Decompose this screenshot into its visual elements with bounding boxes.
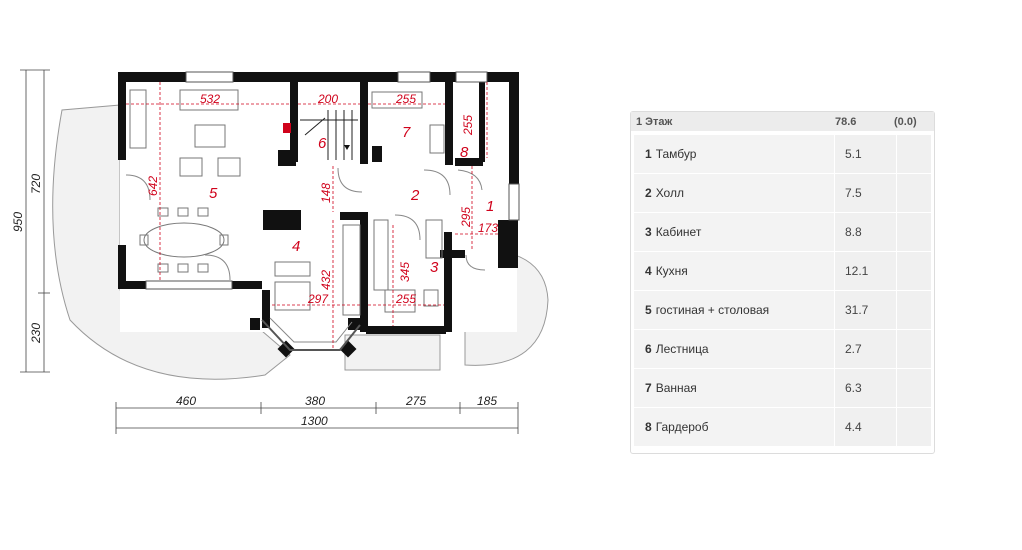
room-num: 6 [645, 342, 652, 356]
room-name: Ванная [655, 381, 697, 395]
dim-label: 1300 [301, 414, 328, 428]
room-name: Тамбур [655, 147, 697, 161]
room-dim: 532 [200, 92, 220, 106]
room-dim: 200 [317, 92, 338, 106]
room-name: Кухня [655, 264, 688, 278]
windows [145, 71, 520, 290]
bay-window [261, 319, 361, 351]
room-name: Гардероб [655, 420, 709, 434]
furniture [129, 89, 445, 316]
room-number: 1 [486, 198, 494, 215]
room-name: Лестница [655, 342, 709, 356]
room-area: 7.5 [834, 174, 896, 212]
room-extra-cell [896, 369, 931, 407]
floor-total-area: 78.6 [835, 115, 857, 128]
room-extra-cell [896, 135, 931, 173]
room-num: 2 [645, 186, 652, 200]
room-name: Холл [655, 186, 684, 200]
floor-header: 1 Этаж 78.6 (0.0) [631, 112, 934, 131]
room-dim: 295 [459, 207, 473, 228]
room-extra-cell [896, 291, 931, 329]
room-number: 3 [430, 259, 439, 276]
room-area: 2.7 [834, 330, 896, 368]
dim-label: 460 [176, 394, 196, 408]
room-num: 1 [645, 147, 652, 161]
room-dim: 255 [461, 115, 475, 136]
room-area: 5.1 [834, 135, 896, 173]
room-number: 8 [460, 144, 469, 161]
room-number: 6 [318, 135, 327, 152]
floor-extra-area: (0.0) [894, 115, 917, 128]
dim-label: 720 [29, 174, 43, 194]
room-number: 5 [209, 185, 218, 202]
room-name: гостиная + столовая [655, 303, 770, 317]
room-area: 8.8 [834, 213, 896, 251]
dimension-lines [20, 69, 519, 434]
room-number: 2 [410, 187, 420, 204]
room-area: 12.1 [834, 252, 896, 290]
room-dim: 173 [478, 221, 498, 235]
bay-window-inner [269, 317, 353, 343]
room-dim: 255 [395, 292, 416, 306]
dim-label: 275 [405, 394, 426, 408]
entrance-step [344, 334, 441, 371]
room-name: Кабинет [655, 225, 702, 239]
room-area: 6.3 [834, 369, 896, 407]
room-dim-lines [126, 82, 500, 350]
room-extra-cell [896, 330, 931, 368]
room-num: 5 [645, 303, 652, 317]
dim-label: 230 [29, 323, 43, 344]
stair-arrow [344, 145, 350, 150]
dim-label: 950 [11, 212, 25, 232]
room-extra-cell [896, 213, 931, 251]
room-num: 3 [645, 225, 652, 239]
floor-label: 1 Этаж [636, 115, 673, 128]
room-extra-cell [896, 252, 931, 290]
door-swings [125, 167, 486, 281]
room-extra-cell [896, 174, 931, 212]
walls [118, 72, 519, 358]
room-dim: 345 [398, 262, 412, 282]
dim-label: 185 [477, 394, 497, 408]
room-extra-cell [896, 408, 931, 446]
room-num: 8 [645, 420, 652, 434]
room-num: 7 [645, 381, 652, 395]
room-dim: 297 [307, 292, 329, 306]
room-dim: 148 [319, 183, 333, 203]
floor-plan: 1 2 3 4 5 6 7 8 532 200 255 255 642 148 … [11, 69, 549, 434]
room-num: 4 [645, 264, 652, 278]
fireplace-icon [283, 123, 291, 133]
room-dim: 642 [146, 176, 160, 196]
room-number: 4 [292, 238, 300, 255]
room-dim: 255 [395, 92, 416, 106]
room-number: 7 [402, 124, 411, 141]
room-area: 31.7 [834, 291, 896, 329]
room-dim: 432 [319, 270, 333, 290]
room-area: 4.4 [834, 408, 896, 446]
stair [300, 110, 358, 160]
dim-label: 380 [305, 394, 325, 408]
